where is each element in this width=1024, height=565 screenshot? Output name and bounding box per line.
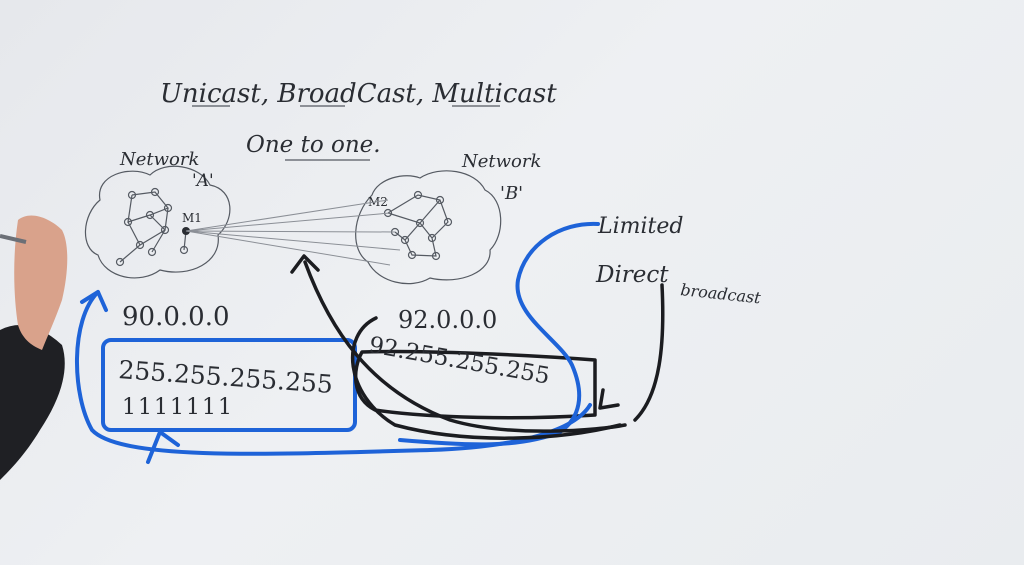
network-a-address: 90.0.0.0: [122, 302, 230, 332]
limited-broadcast-address: 255.255.255.255: [118, 355, 334, 399]
broadcast-rays: [185, 199, 401, 266]
black-direct-link: [633, 283, 665, 422]
black-arrowhead-up: [290, 254, 320, 274]
title-text: Unicast, BroadCast, Multicast: [160, 79, 557, 109]
blue-small-arrow: [146, 430, 180, 464]
network-b-cloud: [355, 170, 502, 285]
network-a-cloud: [84, 165, 231, 279]
blue-arrowhead-up: [80, 290, 108, 312]
network-b-tag: 'B': [500, 183, 523, 204]
limited-broadcast-ones: 1111111: [122, 395, 234, 420]
network-b-address: 92.0.0.0: [398, 306, 497, 334]
blue-limited-link: [398, 221, 600, 447]
teacher-arm: [0, 215, 68, 480]
black-upward-arrow: [303, 260, 627, 433]
note-limited: Limited: [597, 214, 684, 239]
directed-broadcast-address: 92.255.255.255: [367, 332, 552, 389]
note-direct: Direct: [595, 262, 669, 288]
network-b-label: Network: [461, 151, 541, 172]
network-a-tag: 'A': [192, 171, 214, 191]
host-m1-label: M1: [182, 211, 202, 225]
black-arrowhead-box: [598, 388, 620, 410]
note-broadcast: broadcast: [680, 280, 763, 307]
black-loop: [350, 316, 622, 440]
subtitle-text: One to one.: [246, 132, 381, 158]
network-a-label: Network: [119, 149, 199, 170]
directed-broadcast-box: [353, 349, 597, 420]
